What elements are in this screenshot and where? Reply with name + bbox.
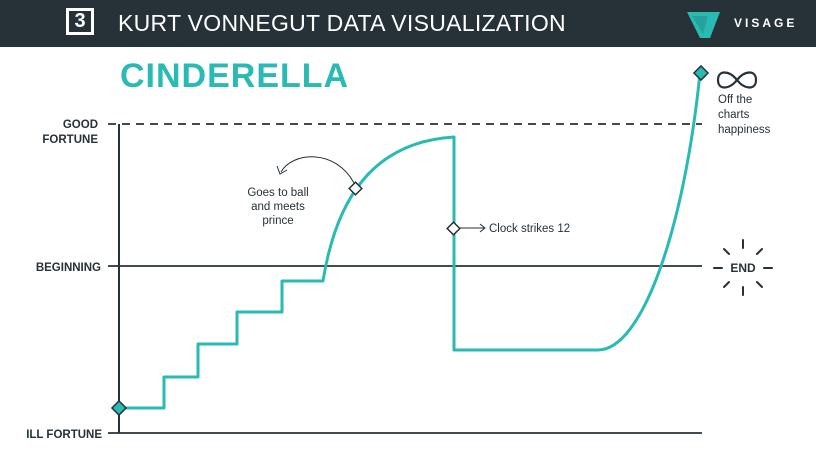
infinity-annotation-line-2: charts — [718, 109, 750, 121]
infinity-annotation-line-3: happiness — [718, 124, 771, 136]
end-label: END — [730, 261, 756, 275]
start-marker — [110, 399, 128, 417]
ball-annotation-line-1: Goes to ball — [247, 187, 308, 199]
infinity-annotation-line-1: Off the — [718, 94, 752, 106]
end-burst-icon — [713, 239, 773, 296]
clock-arrowhead-icon — [479, 223, 486, 233]
chart-number-badge: 3 — [66, 8, 94, 35]
infinity-icon — [716, 71, 758, 89]
brand-name: VISAGE — [734, 16, 798, 30]
chart-title: CINDERELLA — [120, 57, 350, 95]
peak-marker — [692, 64, 710, 82]
clock-marker — [446, 221, 461, 236]
good-fortune-label-2: FORTUNE — [42, 134, 98, 146]
beginning-label: BEGINNING — [36, 262, 101, 274]
header-title: KURT VONNEGUT DATA VISUALIZATION — [118, 10, 566, 36]
ill-fortune-label: ILL FORTUNE — [26, 429, 102, 441]
ball-annotation-line-2: and meets — [251, 201, 305, 213]
clock-annotation: Clock strikes 12 — [489, 223, 570, 235]
visage-logo-icon — [687, 12, 720, 38]
good-fortune-label: GOOD — [63, 119, 98, 131]
ball-marker — [348, 181, 363, 196]
ball-annotation-line-3: prince — [262, 215, 293, 227]
header-bar: 3 KURT VONNEGUT DATA VISUALIZATION VISAG… — [0, 0, 816, 47]
cinderella-story-line — [119, 72, 702, 410]
ball-arrow — [280, 156, 355, 184]
ball-arrowhead-icon — [276, 165, 288, 175]
